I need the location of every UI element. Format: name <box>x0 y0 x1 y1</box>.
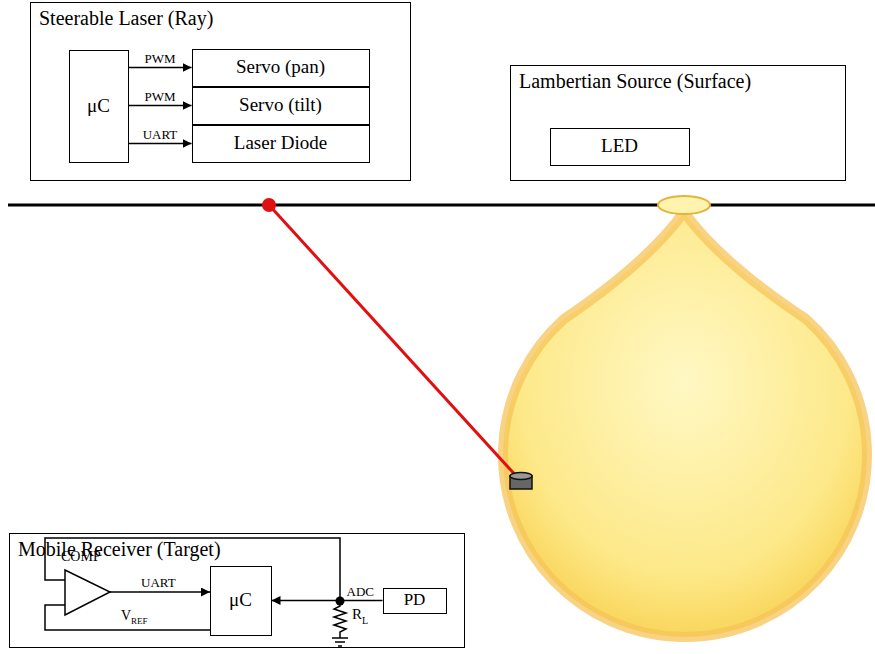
signal-arrow <box>272 600 383 602</box>
signal-name: ADC <box>346 585 375 598</box>
box-label: Servo (tilt) <box>239 95 322 116</box>
signal-arrow <box>129 105 192 107</box>
unit-title: Steerable Laser (Ray) <box>31 3 221 33</box>
signal-name: V <box>120 609 132 623</box>
source-unit-box: Lambertian Source (Surface) LED <box>510 65 846 181</box>
comparator-symbol <box>65 570 110 615</box>
servo-box: Servo (pan) <box>192 49 370 87</box>
signal-name: PWM <box>143 52 176 65</box>
box-label: μC <box>229 590 252 611</box>
signal-name: UART <box>142 128 179 141</box>
microcontroller-box: μC <box>69 50 129 163</box>
unit-title: Mobile Receiver (Target) <box>10 534 229 564</box>
laser-spot <box>262 198 276 212</box>
led-box: LED <box>550 128 690 166</box>
resistor-symbol <box>334 601 346 638</box>
signal-subscript: REF <box>130 617 149 626</box>
led-emitter <box>658 196 710 214</box>
ceiling-line <box>8 204 875 207</box>
box-label: Laser Diode <box>234 133 327 154</box>
signal-name: PWM <box>143 90 176 103</box>
component-label: R <box>351 607 363 622</box>
box-label: Servo (pan) <box>236 57 325 78</box>
microcontroller-box: μC <box>210 566 272 636</box>
ground-symbol <box>332 637 348 639</box>
unit-title: Lambertian Source (Surface) <box>511 66 759 96</box>
laser-diode-box: Laser Diode <box>192 125 370 163</box>
laser-ray <box>269 205 518 478</box>
emission-lobe <box>503 212 867 637</box>
component-subscript: L <box>361 616 369 626</box>
receiver-device <box>510 473 532 490</box>
signal-name: UART <box>140 576 177 589</box>
comparator-label: COMP <box>60 550 102 564</box>
signal-arrow <box>129 67 192 69</box>
laser-unit-box: Steerable Laser (Ray) μC Servo (pan) Servo … <box>30 2 411 181</box>
box-label: LED <box>601 136 638 157</box>
box-label: μC <box>87 96 110 117</box>
signal-arrow <box>129 143 192 145</box>
uart-wire <box>110 591 210 593</box>
ground-symbol <box>335 641 345 643</box>
box-label: PD <box>404 591 426 610</box>
photodiode-box: PD <box>383 588 447 614</box>
servo-box: Servo (tilt) <box>192 87 370 125</box>
ground-symbol <box>338 645 342 647</box>
